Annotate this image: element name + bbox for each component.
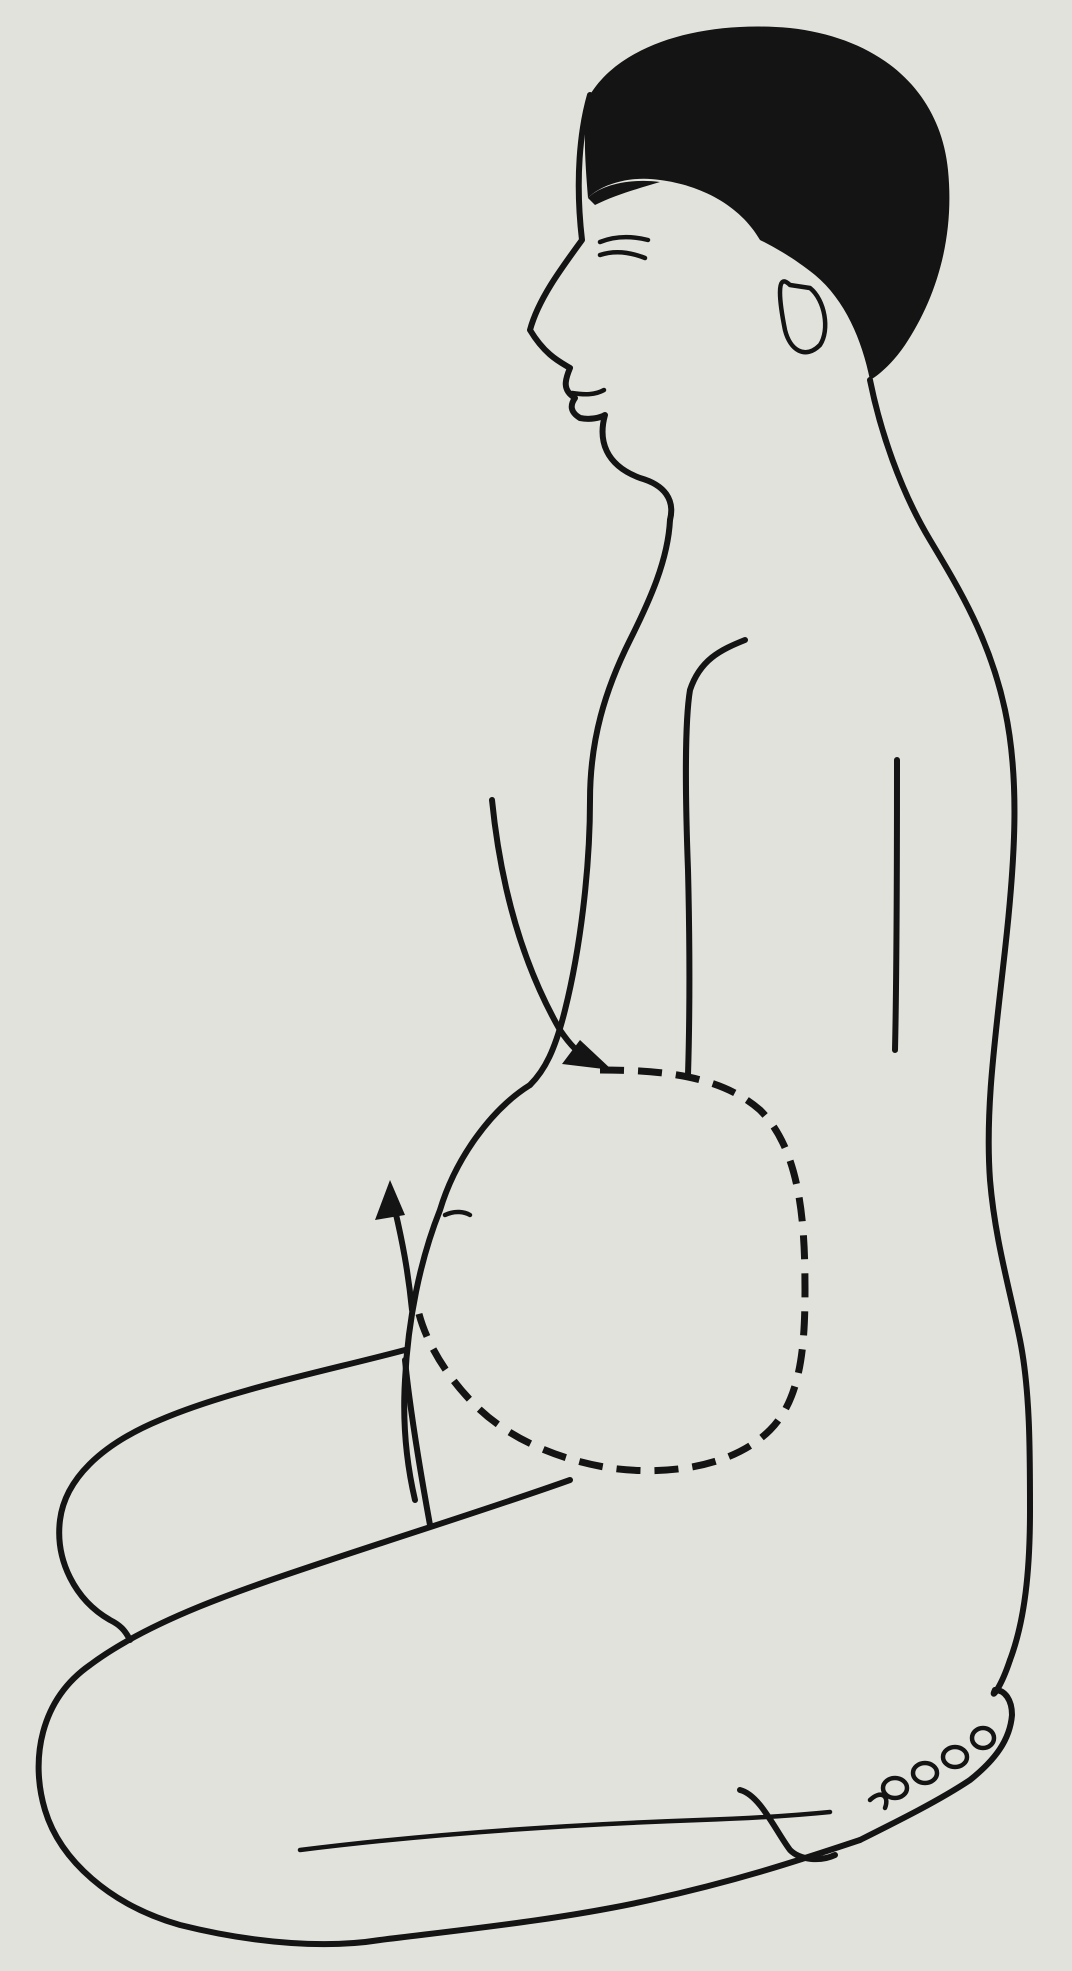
eye-icon	[600, 252, 645, 258]
mouth-icon	[572, 390, 604, 394]
toes-icon	[740, 1690, 1012, 1859]
arrow-down-right-icon	[492, 800, 612, 1070]
dashed-circle-icon	[418, 1070, 805, 1471]
hair-icon	[585, 27, 950, 380]
navel-icon	[445, 1212, 470, 1215]
arrow-up-icon	[375, 1180, 412, 1310]
arm-icon	[686, 640, 745, 1075]
belly-outline	[404, 1085, 530, 1500]
torso-icon	[530, 520, 670, 1085]
ear-icon	[780, 281, 825, 352]
